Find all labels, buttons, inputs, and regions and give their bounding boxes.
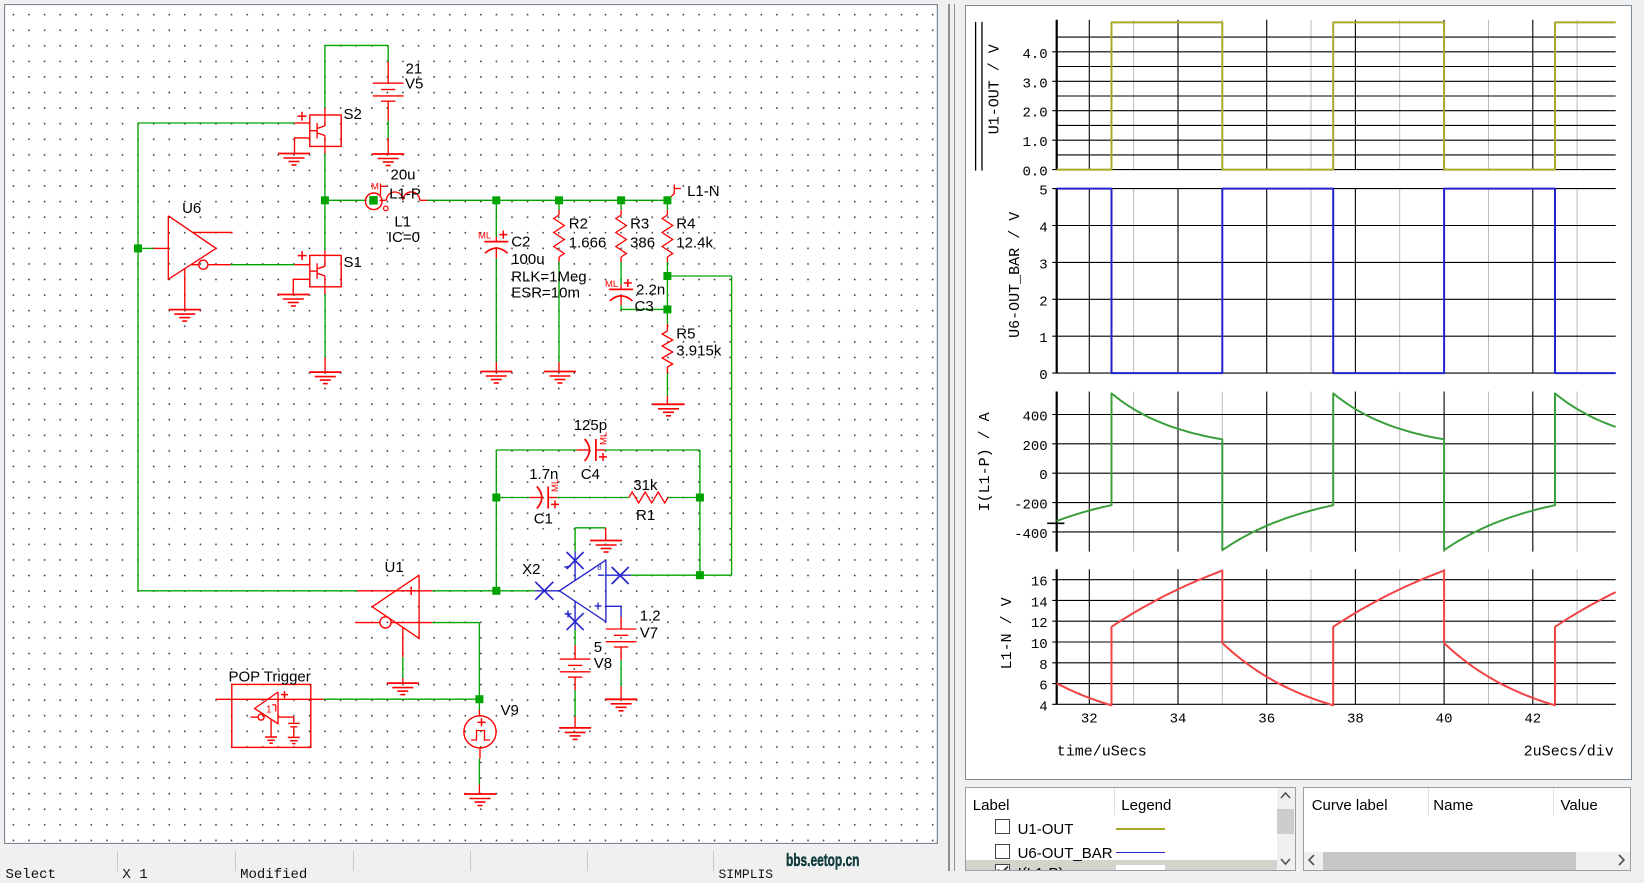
svg-text:1.666: 1.666 [568, 235, 606, 252]
svg-text:time/uSecs: time/uSecs [1057, 743, 1147, 760]
svg-text:C4: C4 [580, 466, 599, 483]
svg-text:400: 400 [1023, 409, 1048, 425]
svg-text:R3: R3 [630, 216, 649, 233]
svg-text:5: 5 [1040, 183, 1048, 199]
svg-text:2uSecs/div: 2uSecs/div [1524, 743, 1614, 760]
svg-text:40: 40 [1436, 711, 1453, 727]
svg-text:ML: ML [478, 231, 491, 242]
svg-text:R1: R1 [636, 507, 655, 524]
svg-text:3: 3 [1040, 257, 1048, 273]
svg-text:12.4k: 12.4k [676, 235, 713, 252]
svg-text:21: 21 [405, 61, 422, 78]
svg-text:L1: L1 [394, 214, 411, 231]
svg-text:R2: R2 [568, 216, 587, 233]
svg-text:32: 32 [1081, 711, 1098, 727]
svg-text:L1-P: L1-P [389, 186, 421, 203]
svg-text:16: 16 [1031, 574, 1048, 590]
svg-text:I(L1-P) / A: I(L1-P) / A [977, 412, 994, 511]
svg-text:0.0: 0.0 [1023, 164, 1048, 180]
svg-text:C3: C3 [634, 298, 653, 315]
svg-text:S1: S1 [343, 254, 361, 271]
svg-text:0: 0 [1040, 368, 1048, 384]
svg-text:RLK=1Meg: RLK=1Meg [511, 269, 586, 286]
svg-text:L1-N / V: L1-N / V [999, 597, 1016, 669]
svg-text:4: 4 [1040, 699, 1048, 715]
svg-text:C2: C2 [511, 234, 530, 251]
svg-text:12: 12 [1031, 616, 1048, 632]
svg-text:386: 386 [630, 235, 655, 252]
svg-text:V5: V5 [405, 76, 423, 93]
svg-text:2.2n: 2.2n [636, 282, 665, 299]
svg-text:6: 6 [1040, 678, 1048, 694]
svg-text:3.915k: 3.915k [676, 343, 722, 360]
svg-text:U1: U1 [384, 559, 403, 576]
svg-text:14: 14 [1031, 595, 1048, 611]
svg-text:ML: ML [550, 479, 561, 492]
svg-text:100u: 100u [511, 251, 544, 268]
svg-text:36: 36 [1259, 711, 1276, 727]
svg-text:5: 5 [593, 639, 601, 656]
svg-text:-200: -200 [1014, 497, 1048, 513]
svg-text:V9: V9 [500, 702, 518, 719]
svg-text:U6-OUT_BAR / V: U6-OUT_BAR / V [1007, 211, 1024, 337]
svg-text:POP Trigger: POP Trigger [228, 669, 310, 686]
svg-text:42: 42 [1525, 711, 1542, 727]
svg-text:IC=0: IC=0 [387, 229, 419, 246]
svg-text:1.7n: 1.7n [529, 466, 558, 483]
svg-text:1: 1 [1040, 331, 1048, 347]
svg-text:-400: -400 [1014, 526, 1048, 542]
svg-text:2.0: 2.0 [1023, 105, 1048, 121]
svg-text:V8: V8 [593, 655, 611, 672]
svg-text:ML: ML [605, 279, 618, 290]
svg-text:ESR=10m: ESR=10m [511, 285, 580, 302]
svg-text:200: 200 [1023, 438, 1048, 454]
svg-text:R4: R4 [676, 216, 695, 233]
svg-text:125p: 125p [573, 417, 606, 434]
svg-text:38: 38 [1347, 711, 1364, 727]
svg-text:1.2: 1.2 [639, 608, 660, 625]
svg-text:ML: ML [598, 432, 609, 445]
svg-text:10: 10 [1031, 637, 1048, 653]
svg-text:C1: C1 [533, 511, 552, 528]
svg-text:1.0: 1.0 [1023, 135, 1048, 151]
svg-text:L1-N: L1-N [687, 183, 720, 200]
svg-text:S2: S2 [343, 106, 361, 123]
svg-text:20u: 20u [390, 166, 415, 183]
svg-text:4.0: 4.0 [1023, 46, 1048, 62]
svg-text:31k: 31k [633, 477, 658, 494]
svg-text:X2: X2 [522, 561, 540, 578]
svg-text:8: 8 [1040, 657, 1048, 673]
svg-text:M: M [371, 182, 379, 193]
svg-text:0: 0 [1040, 468, 1048, 484]
svg-text:4: 4 [1040, 220, 1048, 236]
svg-text:8: 8 [597, 563, 602, 572]
svg-text:2: 2 [1040, 294, 1048, 310]
svg-text:34: 34 [1170, 711, 1187, 727]
svg-text:U6: U6 [182, 200, 201, 217]
svg-text:1: 1 [266, 705, 272, 716]
svg-text:3.0: 3.0 [1023, 76, 1048, 92]
svg-text:U1-OUT / V: U1-OUT / V [987, 44, 1004, 134]
svg-text:V7: V7 [639, 625, 657, 642]
svg-text:R5: R5 [676, 326, 695, 343]
